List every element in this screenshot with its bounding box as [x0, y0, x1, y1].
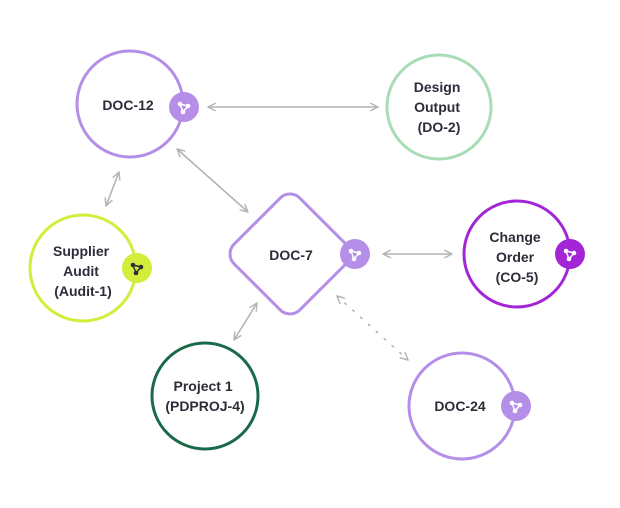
node-co5-line-1: Change — [489, 229, 541, 245]
node-audit1-line-1: Supplier — [53, 243, 110, 259]
node-co5[interactable]: Change Order (CO-5) — [462, 199, 585, 309]
node-pdproj4-line-1: Project 1 — [173, 378, 232, 394]
node-doc7-label: DOC-7 — [269, 247, 313, 263]
share-icon[interactable] — [555, 239, 585, 269]
share-icon[interactable] — [122, 253, 152, 283]
node-do2-circle — [385, 53, 493, 161]
node-audit1-line-2: Audit — [63, 263, 99, 279]
share-icon[interactable] — [501, 391, 531, 421]
node-doc12-line-1: DOC-12 — [102, 97, 154, 113]
node-do2-line-1: Design — [414, 79, 461, 95]
node-do2-label: Design Output (DO-2) — [414, 79, 465, 135]
node-co5-line-2: Order — [496, 249, 535, 265]
node-audit1-label: Supplier Audit (Audit-1) — [53, 243, 113, 299]
node-doc12-label: DOC-12 — [102, 97, 154, 113]
edge-doc12-doc7 — [176, 148, 249, 213]
node-do2-line-2: Output — [414, 99, 460, 115]
node-audit1[interactable]: Supplier Audit (Audit-1) — [28, 213, 152, 323]
edge-doc12-audit1 — [104, 171, 121, 207]
node-co5-label: Change Order (CO-5) — [489, 229, 544, 285]
edges — [104, 102, 453, 361]
node-co5-line-3: (CO-5) — [496, 269, 539, 285]
node-audit1-line-3: (Audit-1) — [54, 283, 112, 299]
node-pdproj4[interactable]: Project 1 (PDPROJ-4) — [150, 341, 260, 451]
node-do2[interactable]: Design Output (DO-2) — [385, 53, 493, 161]
node-doc24-line-1: DOC-24 — [434, 398, 486, 414]
node-doc7[interactable]: DOC-7 — [224, 188, 370, 320]
node-pdproj4-line-2: (PDPROJ-4) — [165, 398, 244, 414]
node-doc24-label: DOC-24 — [434, 398, 486, 414]
share-icon[interactable] — [340, 239, 370, 269]
node-do2-line-3: (DO-2) — [418, 119, 461, 135]
node-doc24[interactable]: DOC-24 — [407, 351, 531, 461]
node-doc7-diamond — [228, 192, 352, 316]
edge-doc7-doc24 — [336, 295, 409, 361]
node-pdproj4-label: Project 1 (PDPROJ-4) — [165, 378, 244, 414]
share-icon[interactable] — [169, 92, 199, 122]
edge-doc7-pdproj4 — [233, 302, 258, 341]
node-doc12[interactable]: DOC-12 — [75, 49, 199, 159]
node-doc7-line-1: DOC-7 — [269, 247, 313, 263]
node-pdproj4-circle — [150, 341, 260, 451]
